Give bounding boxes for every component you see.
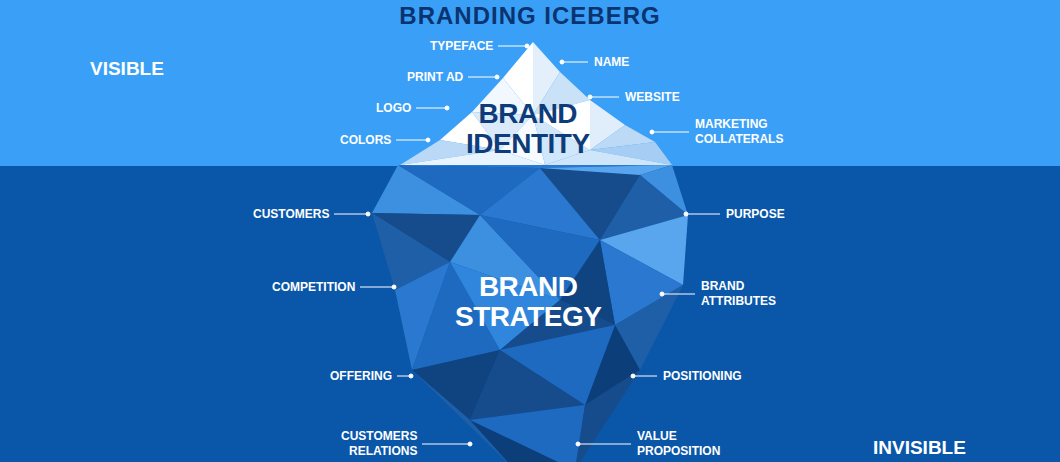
callout-label: PURPOSE [726,207,785,222]
callout-label: CUSTOMERS [253,207,329,222]
zone-label: INVISIBLE [873,437,966,459]
callout-label: BRAND ATTRIBUTES [701,279,776,309]
section-heading: BRAND STRATEGY [455,272,601,332]
callout-label: TYPEFACE [430,39,493,54]
callout-label: CUSTOMERS RELATIONS [341,429,417,459]
callout-label: MARKETING COLLATERALS [695,117,783,147]
zone-label: VISIBLE [90,58,164,80]
section-heading: BRAND IDENTITY [466,99,590,159]
callout-label: POSITIONING [663,369,742,384]
iceberg-section: BRAND IDENTITY [462,95,594,163]
callout-label: LOGO [376,101,411,116]
callout-label: VALUE PROPOSITION [637,429,720,459]
callout-label: COLORS [340,133,391,148]
callout-label: NAME [594,55,629,70]
callout-label: OFFERING [330,369,392,384]
leader-lines [334,44,720,446]
callout-label: WEBSITE [625,90,680,105]
iceberg-section: BRAND STRATEGY [451,268,605,336]
iceberg-underwater [372,165,688,462]
callout-label: PRINT AD [407,70,463,85]
sky-band [0,0,1060,166]
callout-label: COMPETITION [272,280,355,295]
diagram-title: BRANDING ICEBERG [399,2,660,30]
